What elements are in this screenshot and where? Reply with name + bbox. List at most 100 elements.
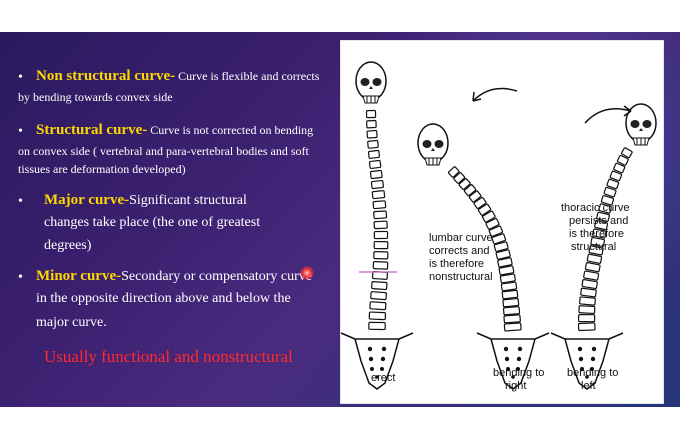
vertebra bbox=[583, 270, 600, 281]
vertebra bbox=[468, 190, 482, 203]
slide: • Non structural curve- Curve is flexibl… bbox=[0, 32, 680, 407]
note-text: Usually functional and nonstructural bbox=[44, 347, 293, 366]
vertebra bbox=[493, 241, 509, 253]
vertebra bbox=[502, 297, 520, 308]
vertebra bbox=[592, 228, 607, 239]
vertebra bbox=[491, 233, 507, 245]
label-lumbar-3: is therefore bbox=[429, 258, 484, 270]
bullet-text: Secondary or compensatory curve bbox=[121, 269, 312, 284]
bullet-marker: • bbox=[18, 124, 23, 139]
label-right-1: bending to bbox=[493, 367, 544, 379]
label-right-2: right bbox=[505, 380, 526, 392]
vertebra bbox=[371, 190, 386, 200]
vertebra bbox=[598, 203, 612, 214]
vertebra bbox=[367, 149, 381, 159]
vertebra bbox=[368, 321, 386, 331]
label-thoracic-1: thoracic curve bbox=[561, 202, 629, 214]
vertebra bbox=[369, 169, 383, 180]
label-lumbar-4: nonstructural bbox=[429, 271, 493, 283]
spine-bending-left: thoracic curve persists and is therefore… bbox=[550, 103, 657, 392]
vertebra bbox=[488, 225, 504, 238]
vertebra bbox=[473, 196, 487, 210]
vertebra bbox=[453, 172, 466, 184]
vertebra bbox=[577, 314, 596, 323]
vertebra bbox=[502, 306, 521, 316]
vertebra bbox=[586, 253, 603, 264]
vertebra bbox=[485, 217, 500, 230]
label-thoracic-2: persists and bbox=[569, 215, 628, 227]
bullet-text: degrees) bbox=[44, 238, 92, 253]
vertebra bbox=[447, 166, 460, 178]
vertebra bbox=[594, 220, 609, 231]
laser-pointer-dot bbox=[300, 266, 314, 280]
label-thoracic-4: structural bbox=[571, 241, 616, 253]
vertebra bbox=[365, 109, 377, 119]
bullet-text: in the opposite direction above and belo… bbox=[36, 291, 291, 306]
vertebra bbox=[584, 262, 601, 273]
bullet-marker: • bbox=[18, 270, 23, 285]
vertebra bbox=[373, 220, 388, 230]
vertebra bbox=[613, 162, 626, 174]
bullet-text: Curve is not corrected on bending bbox=[147, 123, 314, 137]
bullet-text: by bending towards convex side bbox=[18, 90, 173, 104]
vertebra bbox=[578, 305, 596, 315]
vertebra bbox=[503, 322, 522, 332]
bullet-text: Significant structural bbox=[129, 193, 247, 208]
vertebra bbox=[500, 281, 518, 292]
vertebra bbox=[368, 311, 387, 321]
bullet-text: changes take place (the one of greatest bbox=[44, 215, 261, 230]
vertebra bbox=[606, 178, 620, 190]
term-major: Major curve- bbox=[44, 192, 130, 208]
vertebra bbox=[498, 265, 515, 276]
vertebra bbox=[596, 211, 610, 222]
bullet-nonstructural: Non structural curve- Curve is flexible … bbox=[36, 68, 319, 85]
spine-erect: erect bbox=[340, 61, 414, 390]
bullet-marker: • bbox=[18, 194, 23, 209]
label-left-1: bending to bbox=[567, 367, 618, 379]
spine-bending-right: lumbar curve corrects and is therefore n… bbox=[417, 87, 550, 392]
vertebra bbox=[372, 200, 387, 210]
vertebra bbox=[370, 179, 384, 190]
vertebra bbox=[590, 236, 606, 247]
label-lumbar-1: lumbar curve bbox=[429, 232, 493, 244]
vertebra bbox=[368, 159, 382, 170]
vertebra bbox=[495, 249, 511, 260]
vertebra bbox=[499, 273, 516, 284]
vertebra bbox=[603, 186, 617, 198]
term-structural: Structural curve- bbox=[36, 122, 148, 138]
vertebra bbox=[609, 170, 623, 182]
vertebra bbox=[616, 154, 629, 166]
label-erect: erect bbox=[371, 372, 395, 384]
bullet-text: Curve is flexible and corrects bbox=[175, 69, 320, 83]
spine-figure: erect lumbar curve corrects and is there… bbox=[340, 40, 664, 404]
label-left-2: left bbox=[581, 380, 596, 392]
vertebra bbox=[503, 314, 521, 324]
bullet-text: tissues are deformation developed) bbox=[18, 162, 186, 176]
vertebra bbox=[588, 245, 604, 256]
vertebra bbox=[373, 250, 389, 260]
vertebra bbox=[579, 296, 596, 306]
vertebra bbox=[371, 281, 388, 291]
vertebra bbox=[373, 230, 389, 240]
vertebra bbox=[481, 210, 496, 223]
vertebra bbox=[366, 129, 378, 139]
label-thoracic-3: is therefore bbox=[569, 228, 624, 240]
label-lumbar-2: corrects and bbox=[429, 245, 490, 257]
vertebra bbox=[501, 289, 519, 300]
bullet-minor: Minor curve-Secondary or compensatory cu… bbox=[36, 268, 312, 285]
vertebra bbox=[621, 147, 633, 159]
bullet-marker: • bbox=[18, 70, 23, 85]
vertebra bbox=[370, 291, 387, 301]
bullet-major: Major curve-Significant structural bbox=[44, 192, 247, 209]
vertebra bbox=[369, 301, 387, 311]
vertebra bbox=[477, 203, 492, 216]
vertebra bbox=[600, 194, 615, 206]
term-nonstructural: Non structural curve- bbox=[36, 68, 176, 84]
vertebra bbox=[366, 119, 377, 129]
vertebra bbox=[458, 178, 471, 190]
spine-diagram: erect lumbar curve corrects and is there… bbox=[340, 61, 657, 392]
bullet-text: on convex side ( vertebral and para-vert… bbox=[18, 144, 309, 158]
vertebra bbox=[580, 287, 597, 298]
vertebra bbox=[371, 270, 388, 280]
vertebra bbox=[581, 279, 598, 290]
